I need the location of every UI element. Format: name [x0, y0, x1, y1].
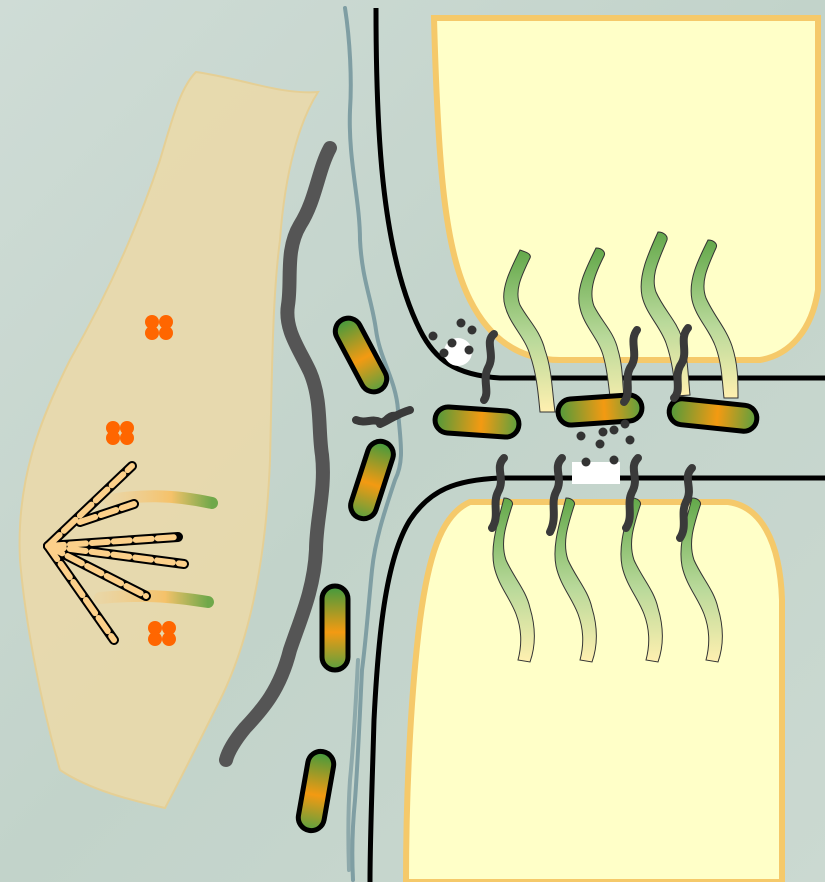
lower-cell-cytoplasm [406, 502, 782, 882]
bacterium-rod-5 [434, 406, 520, 438]
upper-cell-cytoplasm [434, 18, 818, 360]
bacterium-rod-3 [322, 586, 348, 670]
hypha-lower [100, 596, 208, 602]
